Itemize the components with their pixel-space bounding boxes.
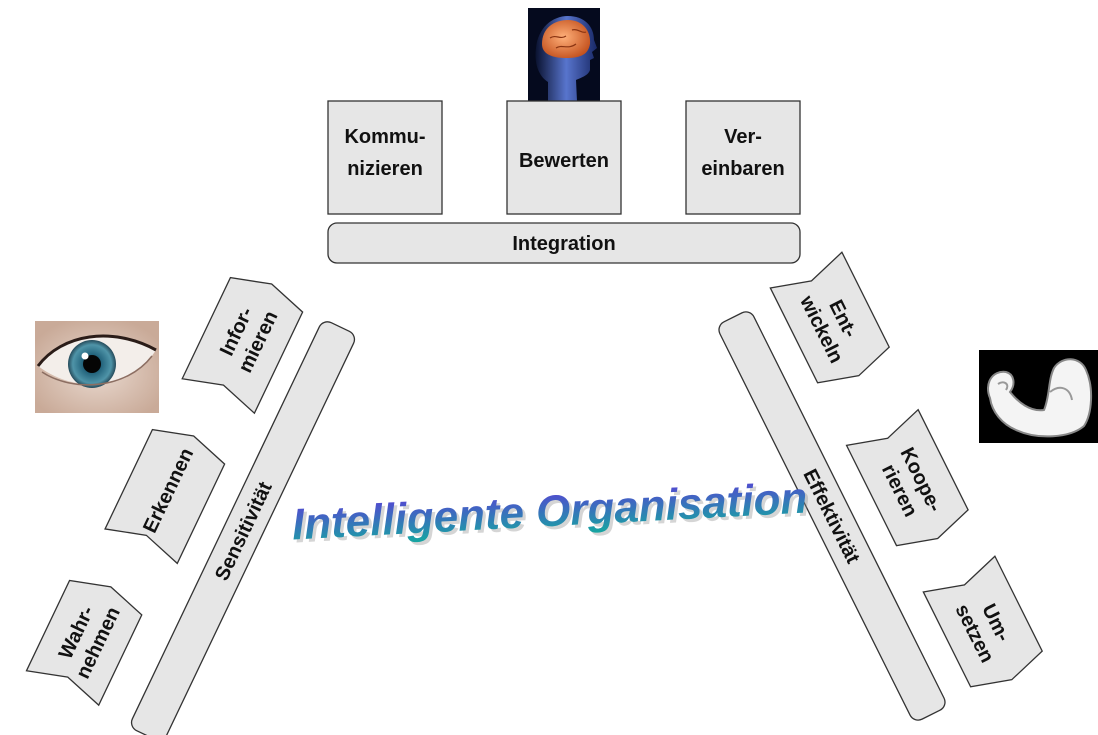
- integration-bar: Integration: [327, 222, 801, 264]
- arrow-umsetzen: Um- setzen: [922, 555, 1044, 688]
- integration-box-kommunizieren: Kommu- nizieren: [327, 100, 443, 215]
- box-label-line2: nizieren: [347, 158, 423, 180]
- box-label-line2: einbaren: [701, 158, 784, 180]
- muscle-arm-image: [979, 350, 1098, 443]
- eye-image: [35, 321, 159, 413]
- arrow-erkennen: Erkennen: [104, 428, 226, 565]
- center-title: Intelligente Organisation Intelligente O…: [291, 474, 812, 553]
- arrow-entwickeln: Ent- wickeln: [769, 251, 891, 384]
- arrow-informieren: Infor- mieren: [181, 276, 304, 415]
- integration-bar-label: Integration: [512, 233, 615, 255]
- arrow-kooperieren: Koope- rieren: [845, 408, 969, 547]
- integration-box-bewerten: Bewerten: [506, 100, 622, 215]
- integration-box-vereinbaren: Ver- einbaren: [685, 100, 801, 215]
- box-label-line1: Ver-: [724, 126, 762, 148]
- head-brain-image: [528, 8, 600, 101]
- box-label-line1: Kommu-: [344, 126, 425, 148]
- arrow-wahrnehmen: Wahr- nehmen: [25, 579, 143, 707]
- box-label: Bewerten: [519, 150, 609, 172]
